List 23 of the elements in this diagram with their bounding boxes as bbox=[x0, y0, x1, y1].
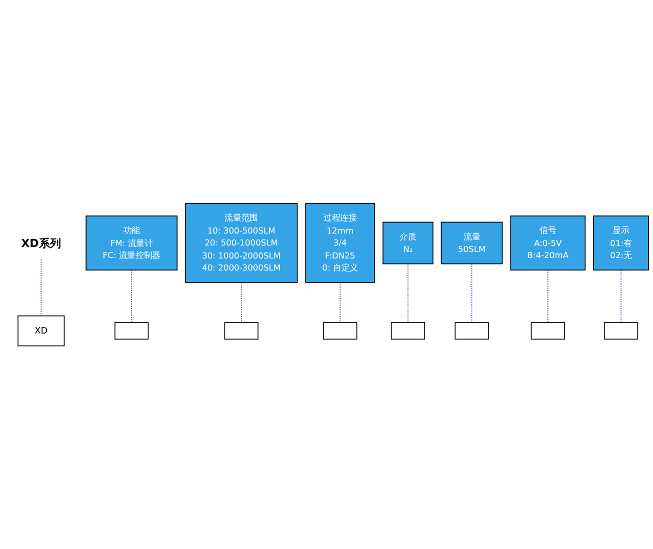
node-box bbox=[323, 322, 358, 340]
node-box: 功能 FM: 流量计 FC: 流量控制器 bbox=[86, 215, 178, 270]
node-box: 介质 N₂ bbox=[382, 222, 434, 264]
node-box: 信号 A:0-5V B:4-20mA bbox=[510, 215, 586, 270]
node-box bbox=[530, 322, 565, 340]
connector bbox=[620, 270, 622, 323]
node-box: XD bbox=[18, 315, 65, 346]
node-box bbox=[390, 322, 426, 340]
connector bbox=[547, 270, 548, 323]
connector bbox=[131, 270, 132, 323]
node-box bbox=[224, 322, 258, 340]
node-box bbox=[454, 322, 489, 340]
connector bbox=[471, 263, 472, 323]
node-box: 过程连接 12mm 3/4 F:DN25 0: 自定义 bbox=[305, 202, 376, 283]
node-box: 显示 01:有 02:无 bbox=[593, 215, 649, 270]
node-text: XD系列 bbox=[21, 236, 62, 250]
node-box: 流量范围 10: 300-500SLM 20: 500-1000SLM 30: 1000-2000SLM 40: 2000-3000SLM bbox=[185, 202, 298, 283]
node-box bbox=[604, 322, 638, 340]
connector bbox=[340, 282, 341, 323]
node-box: 流量 50SLM bbox=[440, 222, 503, 264]
node-box bbox=[114, 322, 149, 340]
connector bbox=[240, 282, 242, 323]
connector bbox=[40, 259, 42, 316]
